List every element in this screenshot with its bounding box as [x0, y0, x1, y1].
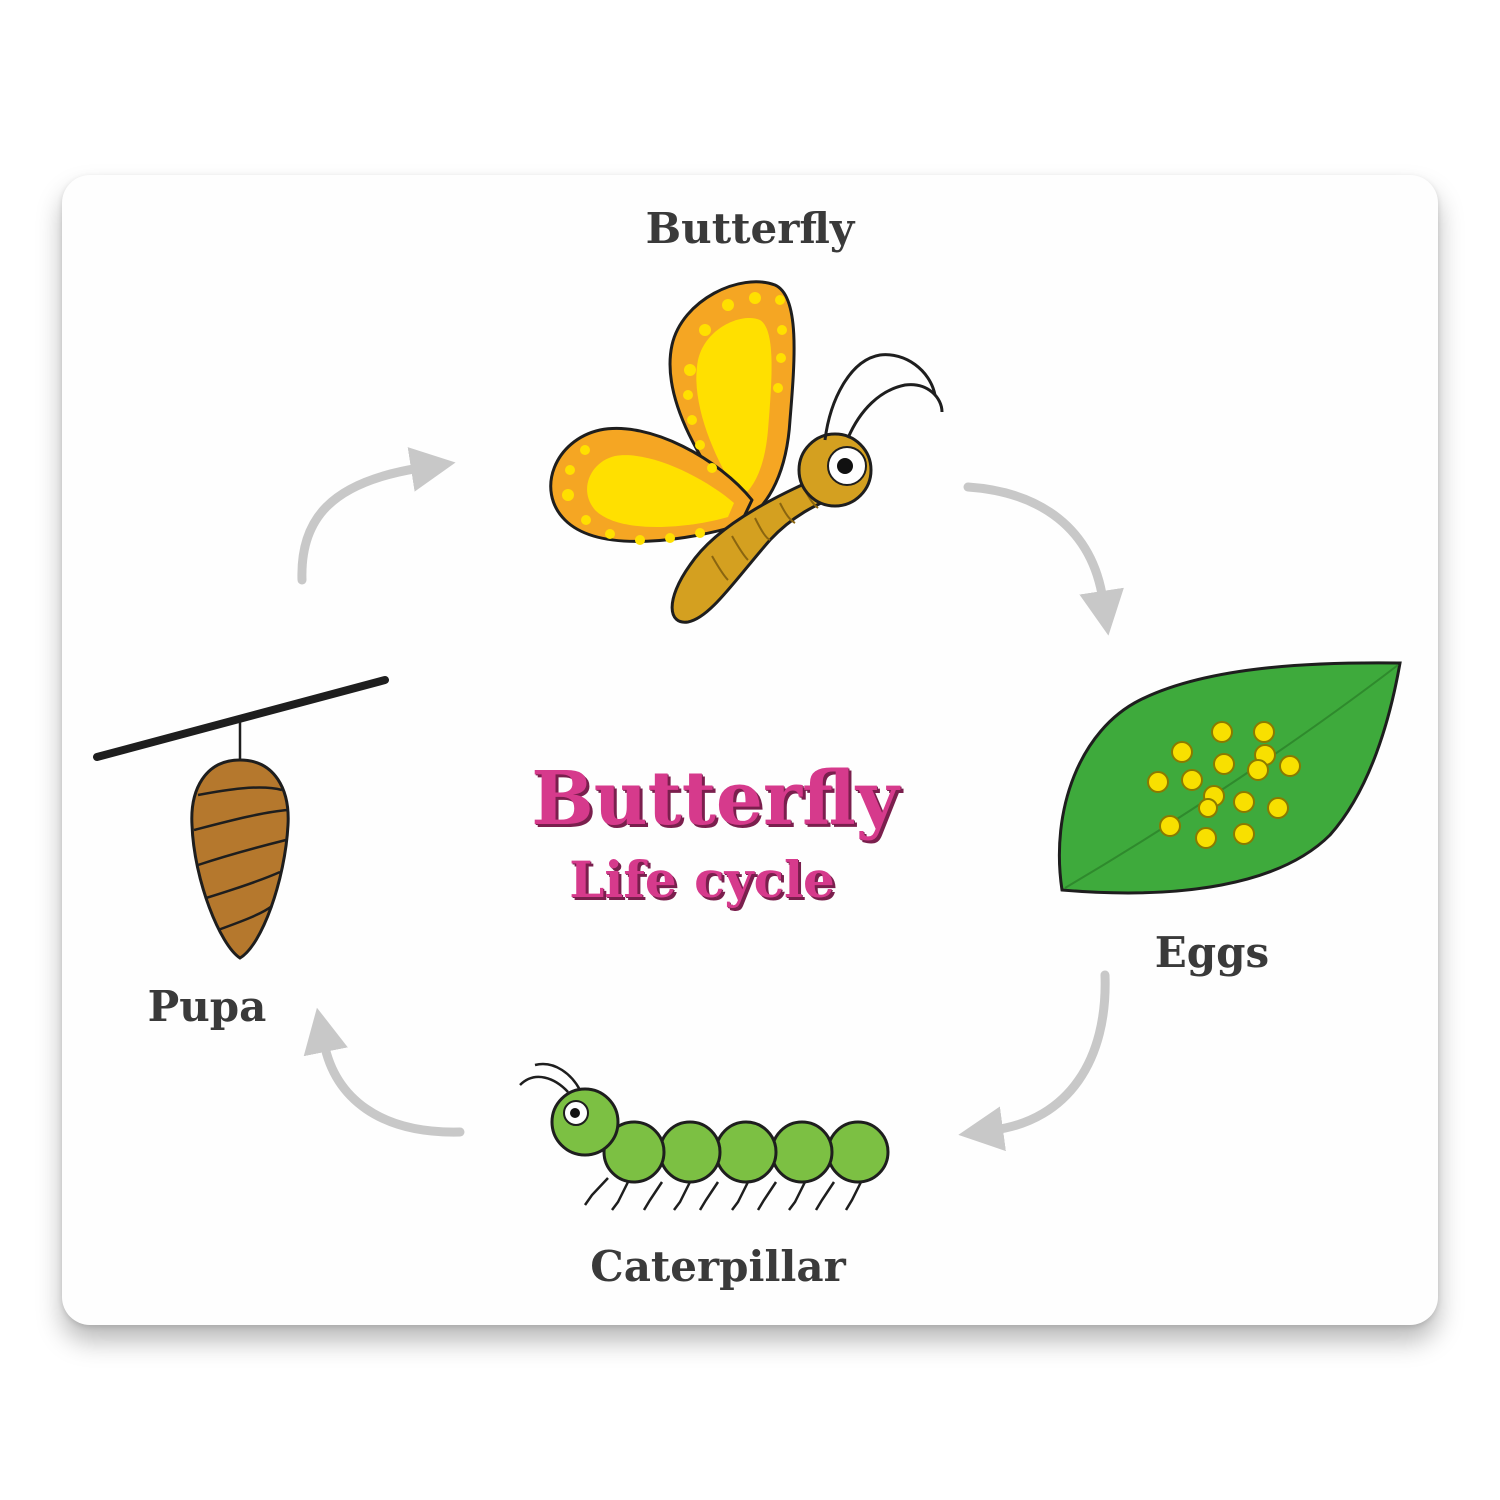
caterpillar-antenna-left	[519, 1075, 569, 1093]
butterfly-body-segments	[711, 489, 819, 581]
diagram-title: Butterfly	[531, 756, 899, 842]
cycle-arrows	[297, 447, 1124, 1152]
stage-label-butterfly: Butterfly	[645, 204, 855, 253]
caterpillar-segment	[602, 1120, 666, 1184]
butterfly-antenna-right	[846, 383, 944, 439]
butterfly-wing-dots	[562, 292, 787, 545]
leaf-with-eggs-illustration	[1057, 661, 1402, 895]
stage-label-eggs: Eggs	[1154, 928, 1270, 977]
caterpillar-segment	[658, 1120, 722, 1184]
pupa-illustration	[93, 676, 389, 960]
arrow-caterpillar-to-pupa	[303, 1007, 465, 1137]
butterfly-lower-wing-panel	[587, 455, 734, 527]
leaf-vein	[1064, 664, 1399, 889]
pupa-cocoon	[190, 758, 290, 960]
butterfly-illustration	[549, 280, 944, 624]
eggs-cluster	[1147, 721, 1301, 849]
caterpillar-segment	[770, 1120, 834, 1184]
stage-label-caterpillar: Caterpillar	[590, 1242, 846, 1291]
butterfly-body	[670, 468, 847, 624]
butterfly-upper-wing-panel	[696, 317, 772, 498]
butterfly-antenna-left	[823, 353, 937, 441]
caterpillar-segment	[826, 1120, 890, 1184]
caterpillar-segment	[714, 1120, 778, 1184]
arrow-eggs-to-caterpillar	[958, 970, 1110, 1152]
arrow-pupa-to-butterfly	[297, 447, 456, 585]
pupa-stripes	[193, 786, 289, 932]
diagram-subtitle: Life cycle	[569, 850, 835, 909]
leaf	[1057, 661, 1402, 895]
caterpillar-legs	[583, 1177, 864, 1211]
stage-label-pupa: Pupa	[147, 982, 267, 1031]
caterpillar-illustration	[519, 1062, 890, 1211]
caterpillar-antenna-right	[534, 1062, 582, 1091]
arrow-butterfly-to-eggs	[963, 482, 1124, 636]
